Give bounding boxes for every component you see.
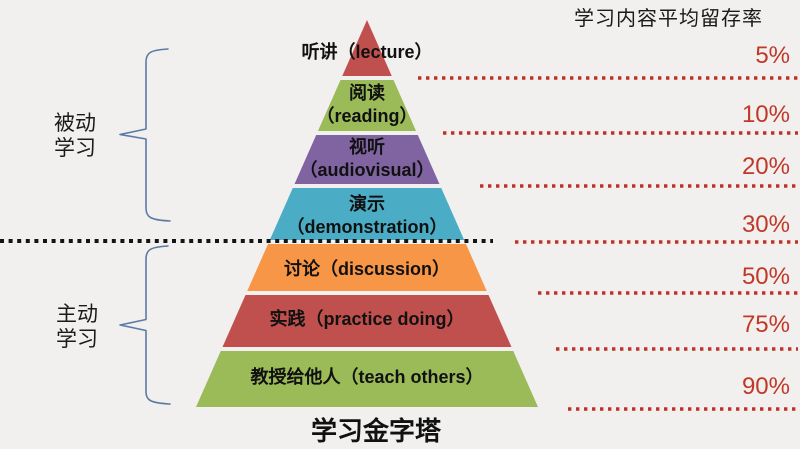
pyramid-level-lecture	[342, 20, 392, 76]
pyramid-level-label-reading: 阅读 （reading）	[316, 83, 418, 126]
pyramid-level-label-discussion: 讨论（discussion）	[283, 259, 451, 279]
retention-percent-discussion: 50%	[741, 263, 790, 290]
pyramid-level-demonstration	[269, 188, 465, 240]
pyramid-bands	[196, 20, 538, 407]
retention-percent-teach-others: 90%	[741, 373, 790, 400]
retention-leader-lines	[418, 76, 798, 411]
retention-percent-reading: 10%	[741, 101, 790, 128]
pyramid-level-practice	[222, 295, 512, 347]
pyramid-level-label-audiovisual: 视听 （audiovisual）	[299, 137, 435, 180]
retention-percent-lecture: 5%	[755, 42, 790, 69]
pyramid-level-label-demonstration: 演示 （demonstration）	[286, 194, 448, 237]
retention-percent-demonstration: 30%	[741, 211, 790, 238]
pyramid-level-audiovisual	[294, 135, 440, 184]
active-learning-label: 主动 学习	[56, 303, 98, 351]
retention-percent-audiovisual: 20%	[741, 153, 790, 180]
active-group-brace-icon	[119, 245, 171, 405]
pyramid-level-teach-others	[196, 351, 538, 407]
passive-group-brace-icon	[119, 48, 171, 222]
retention-percent-practice: 75%	[741, 311, 790, 338]
pyramid-level-discussion	[247, 244, 487, 291]
pyramid-level-reading	[317, 80, 417, 131]
pyramid-title: 学习金字塔	[310, 416, 442, 446]
retention-header: 学习内容平均留存率	[574, 8, 763, 30]
pyramid-level-label-teach-others: 教授给他人（teach others）	[250, 367, 484, 387]
pyramid-level-label-lecture: 听讲（lecture）	[301, 42, 433, 62]
pyramid-level-label-practice: 实践（practice doing）	[269, 309, 465, 329]
passive-learning-label: 被动 学习	[54, 112, 96, 160]
